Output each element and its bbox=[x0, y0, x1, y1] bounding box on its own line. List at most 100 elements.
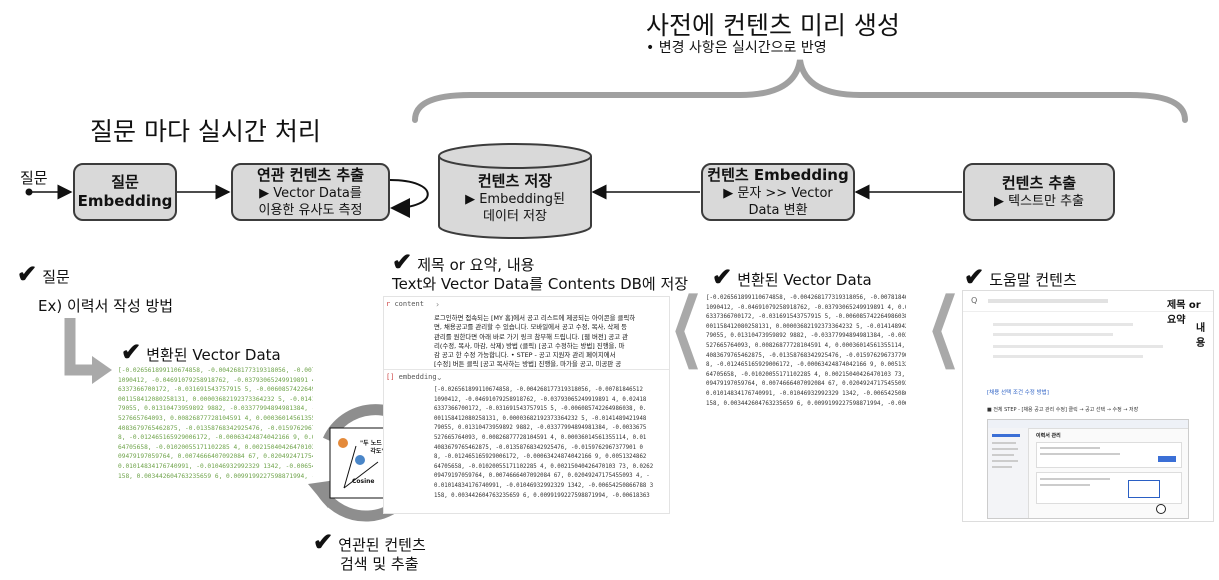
database-cylinder bbox=[438, 143, 592, 239]
vector-line: 79055, 0.01310473959892 9882, -0.0337799… bbox=[118, 405, 313, 413]
content-line: [수정] 버튼 클릭 [공고 복사하는 방법] 진행을, 마가을 공고, 미공판… bbox=[434, 360, 622, 369]
vector-line: 1090412, -0.04691079258918762, -0.037930… bbox=[434, 396, 647, 403]
vector-line: 6337366700172, -0.031691543757915 5, -0.… bbox=[434, 406, 647, 413]
vector-line: 79055, 0.01310473959892 9882, -0.0337799… bbox=[434, 425, 647, 432]
cosine-label: Cosine bbox=[352, 478, 375, 485]
input-label: 질문 bbox=[20, 169, 48, 187]
embedding-key: [] embedding bbox=[386, 373, 437, 381]
box-related-extract: 연관 컨텐츠 추출 ▶ Vector Data를 이용한 유사도 측정 bbox=[231, 163, 390, 221]
related-label-line2: 검색 및 추출 bbox=[340, 555, 419, 573]
text-placeholder bbox=[993, 333, 1113, 336]
vector-line: 1090412, -0.04691079258918762, -0.037930… bbox=[706, 304, 906, 311]
vector-line: 527665764093, 0.00826877728104591 4, 0.0… bbox=[706, 342, 906, 349]
vector-line: 0.01014834176740991, -0.01046932992329 1… bbox=[706, 390, 906, 397]
box4-line1: ▶ 문자 >> Vector bbox=[723, 185, 833, 201]
text-placeholder bbox=[993, 323, 1133, 326]
chevron-left-icon: ❮ bbox=[669, 280, 705, 369]
help-step-text: ■ 전체 STEP - [채용 공고 관리 수정] 클릭 → 공고 선택 → 수… bbox=[987, 407, 1139, 413]
title-summary-label: 제목 or 요약 bbox=[1167, 300, 1201, 326]
vector-line: 527665764093, 0.00826877728104591 4, 0.0… bbox=[434, 434, 647, 441]
help-label: 도움말 컨텐츠 bbox=[989, 271, 1077, 289]
vector-line: 1090412, -0.04691079258918762, -0.037930… bbox=[118, 376, 313, 384]
vector-line: 09479197059764, 0.0074666407092084 67, 0… bbox=[706, 381, 906, 388]
check-icon: ✔ bbox=[964, 262, 985, 291]
top-bullet-text: 변경 사항은 실시간으로 반영 bbox=[658, 40, 827, 56]
db-title: 컨텐츠 저장 bbox=[477, 172, 553, 190]
content-line: 감 공고 한 수정 가능합니다. • STEP - 공고 지원자 관리 페이지에… bbox=[434, 351, 616, 360]
box-content-embedding: 컨텐츠 Embedding ▶ 문자 >> Vector Data 변환 bbox=[701, 163, 855, 221]
vector-line: 6337366700172, -0.031691543757915 5, -0.… bbox=[706, 314, 906, 321]
vector-line: 0.01014834176740991, -0.01046932992329 1… bbox=[118, 462, 313, 470]
collapse-icon: ⌄ bbox=[436, 373, 443, 382]
vector-line: 8, -0.012465165929006172, -0.00063424874… bbox=[706, 362, 906, 369]
box-content-extract: 컨텐츠 추출 ▶ 텍스트만 추출 bbox=[963, 163, 1115, 221]
vector-line: [-0.026561899110674858, -0.0042681773193… bbox=[434, 387, 643, 393]
annotation-vector-right: ✔ 변환된 Vector Data bbox=[712, 265, 872, 290]
vector-line: 8, -0.012465165929006172, -0.00063424874… bbox=[118, 434, 313, 442]
help-title-placeholder bbox=[988, 299, 1108, 303]
content-key: r content bbox=[386, 300, 424, 308]
embedding-key-label: embedding bbox=[398, 373, 437, 381]
top-bullet: • 변경 사항은 실시간으로 반영 bbox=[646, 40, 827, 56]
chevron-left-icon: ❮ bbox=[926, 280, 962, 369]
content-text: 로그인하면 접속되는 [MY 홈]에서 공고 리스트에 제공되는 아이콘을 클릭… bbox=[434, 314, 669, 370]
curly-brace bbox=[412, 59, 1188, 123]
question-example: Ex) 이력서 작성 방법 bbox=[38, 297, 174, 315]
text-placeholder bbox=[993, 355, 1143, 358]
vector-line: 158, 0.003442604763235659 6, 0.009919922… bbox=[706, 400, 906, 407]
text-type-icon: r bbox=[386, 300, 391, 308]
vector-line: 4083679765462875, -0.01358768342925476, … bbox=[434, 444, 643, 451]
db-text: 컨텐츠 저장 ▶ Embedding된 데이터 저장 bbox=[437, 172, 593, 225]
vector-line: 79055, 0.01310473959892 9882, -0.0337799… bbox=[706, 333, 906, 340]
vector-line: 6337366700172, -0.031691543757915 5, -0.… bbox=[118, 386, 313, 394]
box1-title: 질문 bbox=[111, 173, 139, 191]
vector-line: 8, -0.012465165929006172, -0.00063424874… bbox=[434, 454, 647, 461]
vector-line: 001158412080258131, 0.000036821923733642… bbox=[118, 395, 313, 403]
vector-line: 64705658, -0.01020055171102285 4, 0.0021… bbox=[706, 371, 906, 378]
inner-app-screenshot: 이력서 관리 bbox=[987, 419, 1189, 519]
vector-line: 09479197059764, 0.0074666407092084 67, 0… bbox=[118, 453, 313, 461]
content-line: 로그인하면 접속되는 [MY 홈]에서 공고 리스트에 제공되는 아이콘을 클릭… bbox=[434, 314, 636, 322]
box1-subtitle: Embedding bbox=[77, 192, 173, 210]
check-icon: ✔ bbox=[121, 337, 142, 366]
help-breadcrumb[interactable]: [채용 선택 조건 수정 방법] bbox=[987, 390, 1049, 396]
db-store-line1: 제목 or 요약, 내용 bbox=[417, 256, 535, 274]
text-placeholder bbox=[993, 345, 1163, 348]
vector-left-label: 변환된 Vector Data bbox=[146, 346, 281, 364]
db-line2: 데이터 저장 bbox=[483, 209, 547, 224]
vector-line: 4083679765462875, -0.01358768342925476, … bbox=[706, 352, 906, 359]
question-label: 질문 bbox=[42, 268, 70, 286]
vector-right-label: 변환된 Vector Data bbox=[737, 271, 872, 289]
box4-title: 컨텐츠 Embedding bbox=[707, 165, 849, 184]
box2-line2: 이용한 유사도 측정 bbox=[258, 202, 363, 218]
array-type-icon: [] bbox=[386, 373, 395, 381]
box5-title: 컨텐츠 추출 bbox=[1001, 174, 1077, 192]
check-icon: ✔ bbox=[392, 247, 413, 276]
vector-line: [-0.026561899110674858, -0.0042681773193… bbox=[706, 295, 906, 301]
cosine-caption-line1: "두 노드 사이 bbox=[360, 440, 395, 447]
vector-line: 001158412080258131, 0.000036821923733642… bbox=[434, 415, 647, 422]
flow-arrows bbox=[25, 179, 962, 218]
embedding-text: [-0.026561899110674858, -0.0042681773193… bbox=[434, 386, 669, 501]
annotation-question: ✔ 질문 bbox=[17, 262, 70, 287]
content-label: 내용 bbox=[1196, 323, 1206, 349]
inner-title: 이력서 관리 bbox=[1036, 433, 1061, 439]
cosine-caption-line2: 각도" bbox=[370, 448, 385, 455]
vector-line: 09479197059764, 0.0074666407092084 67, 0… bbox=[434, 473, 650, 480]
vector-line: 4083679765462875, -0.01358768342925476, … bbox=[118, 424, 313, 432]
top-title: 사전에 컨텐츠 미리 생성 bbox=[646, 11, 900, 40]
content-key-label: content bbox=[394, 300, 424, 308]
check-icon: ✔ bbox=[17, 259, 38, 288]
box-question-embedding: 질문 Embedding bbox=[73, 163, 177, 221]
help-screenshot: Q 제목 or 요약 내용 [채용 선택 조건 수정 방법] ■ 전체 STEP… bbox=[962, 290, 1214, 522]
vector-line: 64705658, -0.01020055171102285 4, 0.0021… bbox=[434, 463, 654, 470]
vector-line: 158, 0.003442604763235659 6, 0.009919922… bbox=[434, 492, 650, 499]
vector-line: 0.01014834176740991, -0.01046932992329 1… bbox=[434, 482, 654, 489]
vector-line: 001158412080258131, 0.000036821923733642… bbox=[706, 323, 906, 330]
content-line: 면, 채용공고를 관리할 수 있습니다. 모바일에서 공고 수정, 복사, 삭제… bbox=[434, 323, 628, 332]
box4-line2: Data 변환 bbox=[748, 202, 808, 218]
content-line: 리(수정, 복사, 마감, 삭제) 방법 (클릭) [공고 수정하는 방법] 진… bbox=[434, 341, 625, 350]
vector-text-right: [-0.026561899110674858, -0.0042681773193… bbox=[706, 294, 906, 409]
cosine-caption: "두 노드 사이 각도" bbox=[360, 440, 395, 456]
annotation-related: ✔ 연관된 컨텐츠 bbox=[313, 530, 426, 555]
